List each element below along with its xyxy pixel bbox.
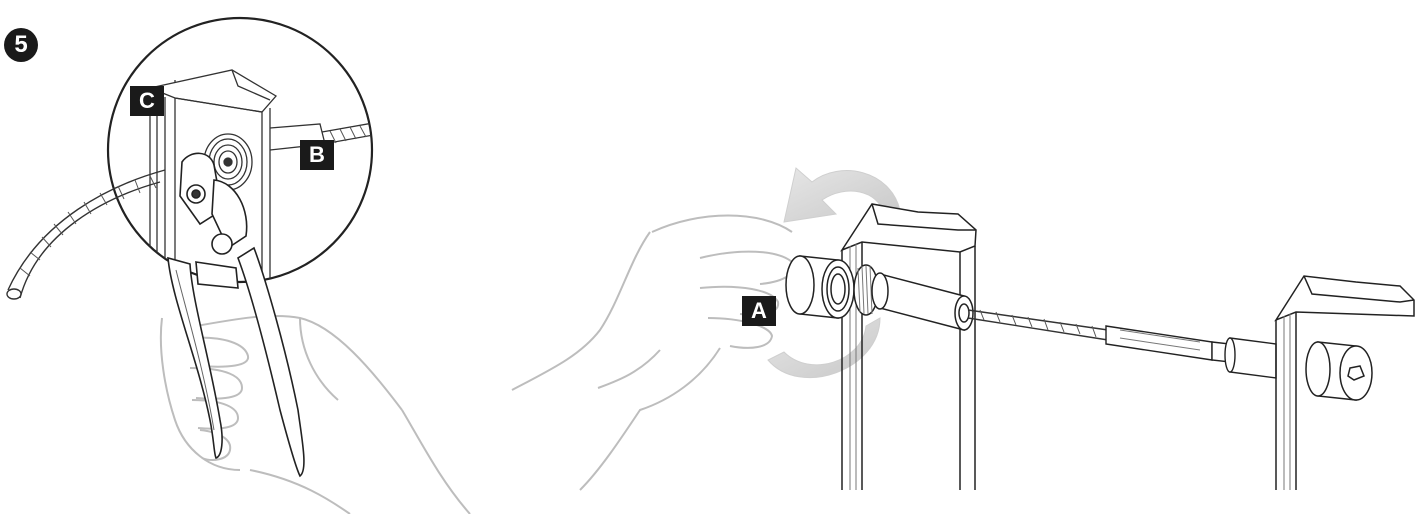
step-number-badge: 5 [4,28,38,62]
zoom-detail-circle [106,16,374,284]
left-post [840,203,977,490]
rotate-direction-arrow [767,167,901,378]
callout-label-c: C [130,86,164,116]
cut-cable [6,169,166,300]
right-post [1274,275,1415,490]
tension-cable [967,309,1109,341]
end-cap-nut [1305,341,1373,401]
callout-label-a: A [742,296,776,326]
right-hand [511,214,795,491]
threaded-sleeve [853,264,974,331]
nut-a [785,255,855,319]
zoom-cable-b [321,119,372,145]
cable-cutter [167,152,305,478]
turnbuckle [1105,325,1277,379]
callout-label-b: B [300,140,334,170]
left-hand [159,314,471,514]
